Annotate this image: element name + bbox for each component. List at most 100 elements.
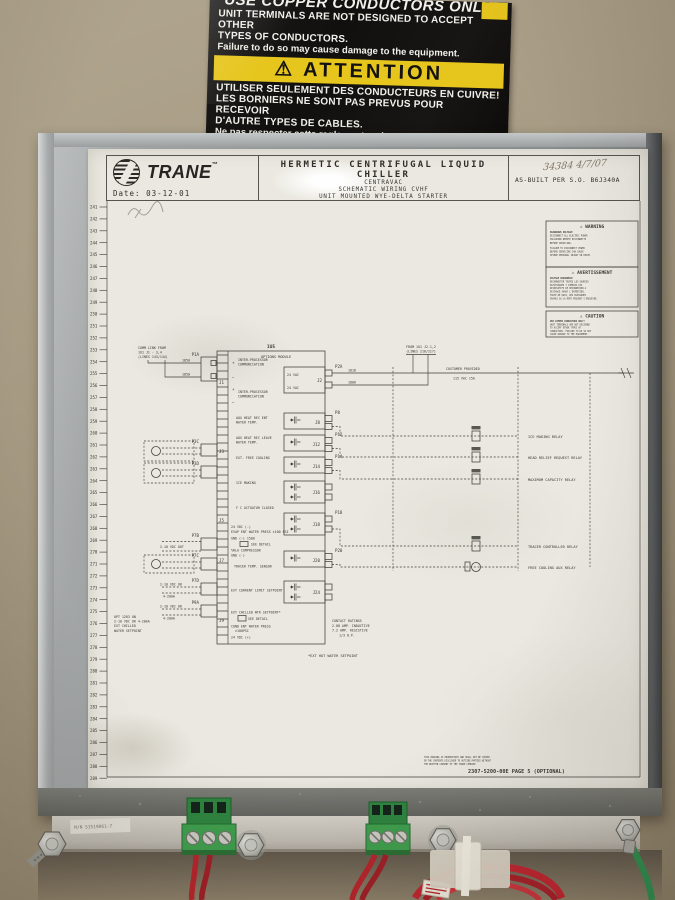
line-number: 269 (90, 538, 98, 543)
zip-tie (460, 835, 472, 897)
terminal-block (181, 797, 237, 900)
line-number: 263 (90, 466, 98, 471)
panel-edge-right (646, 133, 662, 815)
panel-edge-top (38, 133, 662, 147)
connector-label: P9A (192, 600, 200, 605)
connector-label: J5 (219, 518, 224, 523)
wire-number: 1850 (182, 359, 190, 363)
line-number: 261 (90, 443, 98, 448)
option-note: EXT CHILLED (114, 624, 136, 628)
line-number: 253 (90, 347, 98, 352)
connector-label: J18 (313, 522, 321, 527)
module-label: %RLA COMPRESSOR (231, 549, 261, 553)
module-label: GND (-) 1500 (231, 537, 255, 541)
caution-line: TO ACCEPT OTHER TYPES OF (550, 327, 582, 330)
connector-label: P3D (192, 461, 200, 466)
comm-link-text: 1U1 J1 - 3,4 (138, 351, 162, 355)
pencil-scribble (127, 201, 164, 219)
connector-label: J14 (313, 464, 321, 469)
line-number: 251 (90, 324, 98, 329)
line-number: 273 (90, 585, 98, 590)
options-module: 1U5 OPTIONS MODULE + INTER-PROCESSOR COM… (216, 344, 326, 645)
module-label: AUX HEAT REC LEAVE (236, 436, 272, 440)
module-label: 24 VAC (287, 386, 299, 390)
module-label: ICE MAKING (236, 481, 256, 485)
contact-rating-line: CONTACT RATINGS (332, 619, 362, 623)
polarity: − (232, 375, 235, 380)
serial-sticker: M/N 51519061-7 (70, 817, 131, 834)
line-number: 278 (90, 645, 98, 650)
connector-label: P1A (192, 352, 200, 357)
sheet-subtitle-3: UNIT MOUNTED WYE-DELTA STARTER (319, 194, 448, 200)
warning-line: BEFORE SERVICING CAN CAUSE (550, 251, 584, 254)
speckle (79, 793, 612, 811)
mounting-bolt (428, 825, 458, 855)
line-number: 258 (90, 407, 98, 412)
line-number: 283 (90, 704, 98, 709)
line-number: 262 (90, 455, 98, 460)
line-number: 288 (90, 764, 98, 769)
relay-label: MAXIMUM CAPACITY RELAY (528, 478, 576, 482)
line-number: 270 (90, 550, 98, 555)
line-number: 280 (90, 669, 98, 674)
contact-ratings-note: CONTACT RATINGS 2.88 AMP. INDUCTIVE 7.2 … (332, 619, 370, 637)
mounting-bolt (26, 831, 67, 868)
line-number: 249 (90, 300, 98, 305)
line-number: 252 (90, 336, 98, 341)
panel-bottom-edge (38, 788, 662, 816)
relay-label: ICE MAKING RELAY (528, 435, 563, 439)
signal-label: 2-10 VDC OR (160, 605, 182, 609)
schematic-drawing: 2412422432442452462472482492502512522532… (90, 201, 641, 791)
warning-box-caution: ⚠ CAUTION USE COPPER CONDUCTORS ONLY! UN… (545, 310, 639, 338)
line-number: 274 (90, 597, 98, 602)
trane-logo-icon (113, 159, 140, 186)
red-wire (188, 854, 199, 900)
drawing-number: 2307-5200-00E PAGE 5 (OPTIONAL) (468, 769, 565, 775)
brand-text: TRANE (147, 162, 212, 182)
relay-label: HEAD RELIEF REQUEST RELAY (528, 456, 583, 460)
panel-edge-left (38, 133, 54, 815)
line-number: 255 (90, 371, 98, 376)
connector-label: P18 (335, 510, 343, 515)
avertissement-line: GRAVES OU LA MORT PEUVENT S'ENSUIVRE. (550, 297, 598, 300)
line-number: 259 (90, 419, 98, 424)
signal-label: 4-20mA (163, 595, 175, 599)
warning-box-avertissement: ⚠ AVERTISSEMENT VOLTAGE HASARDEUX! DECON… (545, 266, 639, 308)
line-number: 243 (90, 228, 98, 233)
drawing-footer: THIS DRAWING IS PROPRIETARY AND SHALL NO… (424, 756, 565, 775)
caution-line: USE COPPER CONDUCTORS ONLY! (550, 320, 585, 323)
option-note: 2-10 VDC OR 4-20mA (114, 620, 150, 624)
brand-trademark: ™ (211, 162, 218, 168)
contact-rating-line: 2.88 AMP. INDUCTIVE (332, 624, 370, 628)
as-built-note: AS-BUILT PER S.O. B6J340A (515, 177, 620, 184)
contact-rating-line: 7.2 AMP. RESISTIVE (332, 629, 368, 633)
flange-shadow-line (52, 849, 640, 852)
connector-label: P7B (192, 533, 200, 538)
avertissement-line: VOLTAGE HASARDEUX! (550, 277, 573, 280)
line-number: 254 (90, 359, 98, 364)
footnote: *EXT HOT WATER SETPOINT (308, 654, 359, 658)
terminal-block (349, 801, 411, 900)
avertissement-line: DECONNECTER TOUTES LES SOURCES (550, 280, 589, 283)
panel-flange (52, 816, 640, 852)
line-number: 276 (90, 621, 98, 626)
panel-bottom-hardware: M/N 51519061-7 (26, 788, 662, 900)
module-label: COMMUNICATION (238, 395, 264, 399)
module-label: INTER-PROCESSOR (238, 390, 268, 394)
caution-line: CAUSE DAMAGE TO THE EQUIPMENT. (550, 333, 589, 336)
line-number: 289 (90, 776, 98, 781)
brand-wordmark: TRANE™ (147, 162, 218, 183)
line-number: 250 (90, 312, 98, 317)
relay-outputs: J8 P8 ICE MAKING RELAY J12 P12 (283, 410, 583, 604)
avertissement-line: FAUTE DE QUOI, DES BLESSURES (550, 294, 587, 297)
connector-label: J12 (313, 442, 321, 447)
line-number: 287 (90, 752, 98, 757)
from-callout: FROM 1U1 J2-1,2 (406, 345, 436, 349)
wire-number: 1806 (348, 381, 356, 385)
yellow-band-corner (481, 2, 508, 20)
signal-label: 2-10 VDC OUT (160, 545, 184, 549)
line-number: 282 (90, 693, 98, 698)
module-label: EXT CHILLED WTR SETPOINT* (231, 611, 281, 615)
contact-rating-line: 1/3 H.P. (339, 633, 355, 637)
